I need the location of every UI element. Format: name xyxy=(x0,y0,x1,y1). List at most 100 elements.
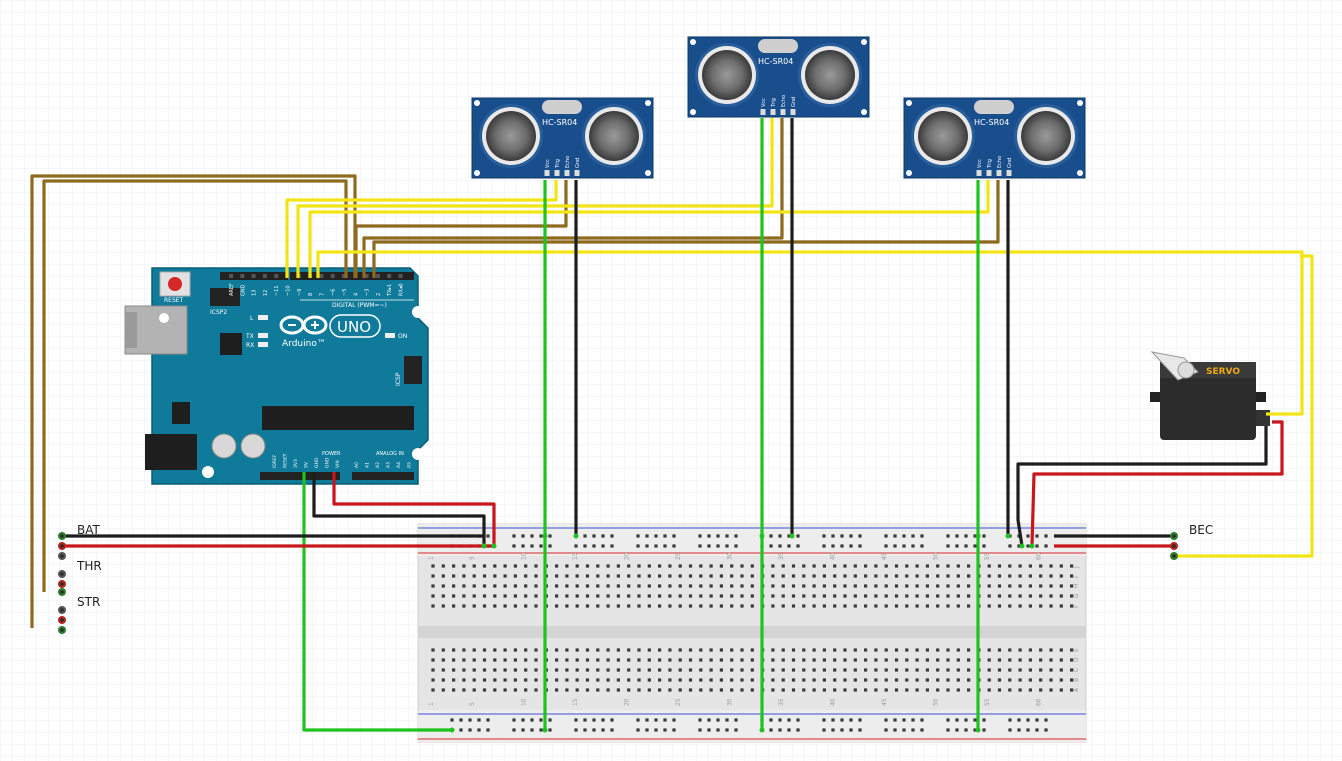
terminal-hole xyxy=(482,668,487,672)
terminal-hole xyxy=(843,574,847,578)
terminal-hole xyxy=(637,648,641,652)
terminal-hole xyxy=(802,594,806,598)
terminal-hole xyxy=(524,604,528,608)
header-pin-label: RX◂0 xyxy=(399,283,405,296)
terminal-hole xyxy=(833,574,837,578)
sensor-label: HC-SR04 xyxy=(542,118,577,127)
terminal-hole xyxy=(668,678,672,682)
terminal-hole xyxy=(678,574,682,578)
terminal-hole xyxy=(750,668,754,672)
header-pin xyxy=(240,274,245,278)
terminal-hole xyxy=(441,564,445,568)
terminal-hole xyxy=(719,574,723,578)
terminal-hole xyxy=(452,564,456,568)
power-pin-label: GND xyxy=(314,457,320,468)
terminal-hole xyxy=(452,678,456,682)
rail-hole xyxy=(663,718,667,722)
terminal-hole xyxy=(555,668,559,672)
terminal-hole xyxy=(864,564,868,568)
terminal-hole xyxy=(699,594,703,598)
terminal-hole xyxy=(791,604,796,608)
rx-led xyxy=(258,342,268,347)
terminal-hole xyxy=(688,678,693,682)
terminal-hole xyxy=(678,678,682,682)
rail-hole xyxy=(734,544,738,548)
terminal-hole xyxy=(688,594,693,598)
terminal-hole xyxy=(709,648,713,652)
column-number: 30 xyxy=(727,698,734,706)
terminal-hole xyxy=(884,604,888,608)
wire-end-dot xyxy=(759,727,765,733)
power-pin-label: 5V xyxy=(304,461,310,468)
terminal-hole xyxy=(637,678,641,682)
rail-hole xyxy=(893,718,897,722)
terminal-hole xyxy=(596,678,600,682)
bat-label: BAT xyxy=(77,523,101,537)
rail-hole xyxy=(884,544,888,548)
terminal-hole xyxy=(1049,594,1053,598)
terminal-hole xyxy=(967,584,971,588)
rail-hole xyxy=(725,534,729,538)
terminal-hole xyxy=(513,658,517,662)
terminal-hole xyxy=(678,604,682,608)
terminal-hole xyxy=(956,678,960,682)
terminal-hole xyxy=(472,574,476,578)
header-pin-label: ~5 xyxy=(342,289,348,296)
terminal-hole xyxy=(967,678,971,682)
rail-hole xyxy=(822,728,826,732)
connector-pin-core xyxy=(60,544,64,548)
rail-hole xyxy=(1008,728,1012,732)
capacitor-1 xyxy=(211,433,237,459)
terminal-hole xyxy=(699,688,703,692)
terminal-hole xyxy=(668,604,672,608)
analog-pin-label: A4 xyxy=(396,462,402,468)
terminal-hole xyxy=(688,604,693,608)
terminal-hole xyxy=(833,658,837,662)
rail-hole xyxy=(787,534,791,538)
terminal-hole xyxy=(668,668,672,672)
reset-button[interactable] xyxy=(168,277,182,291)
terminal-hole xyxy=(1059,658,1063,662)
rail-hole xyxy=(884,718,888,722)
row-letter: J xyxy=(1073,566,1080,569)
terminal-hole xyxy=(699,564,703,568)
terminal-hole xyxy=(822,648,826,652)
rail-hole xyxy=(654,728,658,732)
terminal-hole xyxy=(658,574,662,578)
terminal-hole xyxy=(894,594,899,598)
terminal-hole xyxy=(493,678,497,682)
terminal-hole xyxy=(915,648,919,652)
sensor-pin xyxy=(760,109,766,115)
rail-hole xyxy=(707,534,711,538)
terminal-hole xyxy=(1070,594,1074,598)
sensor-pin-label: Trig xyxy=(555,159,561,169)
rail-hole xyxy=(955,718,959,722)
terminal-hole xyxy=(688,574,693,578)
terminal-hole xyxy=(967,688,971,692)
rail-hole xyxy=(1044,534,1048,538)
terminal-hole xyxy=(833,648,837,652)
terminal-hole xyxy=(575,564,579,568)
sensor-mount-hole xyxy=(861,109,867,115)
terminal-hole xyxy=(1059,648,1063,652)
terminal-hole xyxy=(1028,668,1032,672)
terminal-hole xyxy=(472,678,476,682)
terminal-hole xyxy=(781,594,785,598)
rail-hole xyxy=(778,718,782,722)
sensor-crystal xyxy=(974,100,1014,114)
terminal-hole xyxy=(936,604,940,608)
terminal-hole xyxy=(1049,648,1053,652)
rail-hole xyxy=(583,718,587,722)
rail-hole xyxy=(521,534,525,538)
terminal-hole xyxy=(668,648,672,652)
terminal-hole xyxy=(997,604,1002,608)
column-number: 25 xyxy=(675,698,682,706)
terminal-hole xyxy=(647,658,651,662)
rail-hole xyxy=(521,728,525,732)
terminal-hole xyxy=(688,658,693,662)
terminal-hole xyxy=(647,688,651,692)
rail-hole xyxy=(725,718,729,722)
terminal-hole xyxy=(699,604,703,608)
terminal-hole xyxy=(894,688,899,692)
terminal-hole xyxy=(812,574,816,578)
